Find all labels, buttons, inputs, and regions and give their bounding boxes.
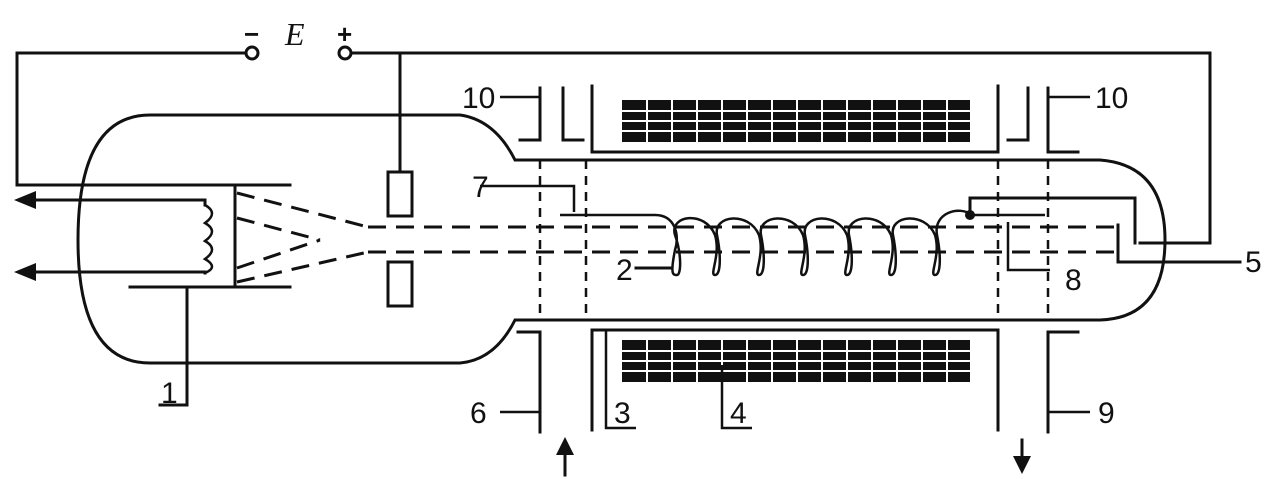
power-supply: − E +: [15, 16, 1212, 245]
label-9: 9: [1098, 397, 1115, 430]
arrow-down-icon: [1013, 456, 1031, 474]
supply-label: E: [284, 16, 305, 52]
label-7: 7: [472, 171, 489, 204]
heater-lead-bottom: [20, 270, 207, 275]
helix: 2: [560, 196, 1137, 287]
label-5: 5: [1245, 246, 1262, 279]
output-flange-upper-right: [1046, 86, 1080, 154]
label-10-right: 10: [1095, 82, 1128, 115]
arrow-up-icon: [556, 437, 574, 455]
housing-lower: [590, 328, 1000, 432]
arrow-left-icon: [14, 263, 36, 281]
tube-envelope: [76, 113, 1167, 365]
label-1: 1: [161, 377, 178, 410]
output-coupler: 9 10: [996, 82, 1128, 474]
label-8: 8: [1065, 264, 1082, 297]
leader-7: [480, 184, 576, 212]
anode-lower: [386, 260, 414, 308]
input-flange-lower: [516, 330, 542, 434]
plus-sign: +: [337, 19, 352, 49]
helix-coil: [654, 209, 973, 277]
leader-4: [720, 365, 752, 430]
solenoid-lower: 4: [622, 340, 970, 430]
minus-sign: −: [244, 19, 259, 49]
beam-convergence: [236, 216, 321, 242]
output-flange-lower: [1046, 330, 1080, 434]
collector: 5: [1116, 223, 1262, 279]
output-flange-upper-left: [1006, 86, 1030, 142]
leader-8: [1006, 222, 1050, 272]
collector-wire: [349, 51, 1212, 245]
input-flange-upper-right: [561, 86, 585, 142]
label-4: 4: [730, 397, 747, 430]
leader-3: [604, 330, 636, 430]
label-2: 2: [616, 254, 633, 287]
output-connector: [968, 196, 1137, 245]
cathode-assembly: 1: [14, 183, 369, 410]
housing-upper: [590, 84, 1000, 154]
beam-convergence: [236, 238, 321, 270]
cathode-wire: [15, 51, 248, 187]
heater-lead-top: [20, 198, 207, 207]
beam-convergence: [236, 191, 369, 229]
beam-convergence: [236, 250, 369, 284]
solenoid-upper: [622, 100, 970, 142]
heater-coil: [202, 203, 214, 275]
label-3: 3: [614, 397, 631, 430]
label-6: 6: [470, 397, 487, 430]
arrow-left-icon: [14, 191, 36, 209]
label-10-left: 10: [462, 82, 495, 115]
anode-upper: [386, 170, 414, 218]
input-coupler: 7 6 10: [462, 82, 588, 477]
solenoid-housing: 3: [590, 84, 1000, 432]
input-flange-upper-left: [518, 86, 542, 142]
minus-terminal: [244, 45, 260, 61]
plus-terminal: [337, 45, 353, 61]
